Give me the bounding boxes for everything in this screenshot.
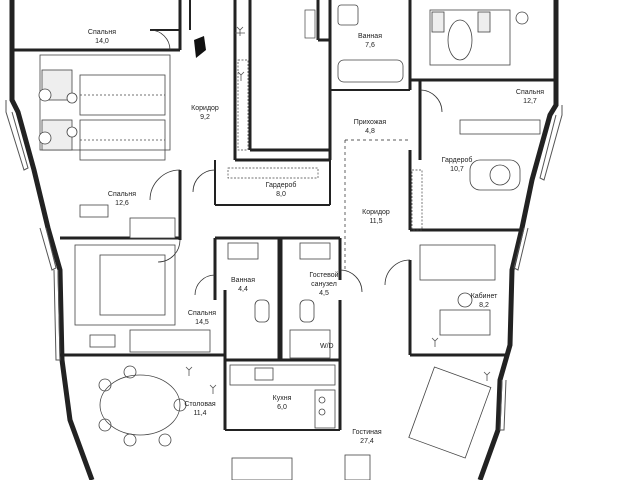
room-name: Гардероб [441,157,473,164]
room-name: Гостиная [352,429,382,436]
room-label-bedroom-top-right: Спальня 12,7 [516,88,544,106]
dining-furniture [98,365,187,447]
wardrobe-shelving [227,9,423,231]
interior-walls [12,0,556,431]
room-area: 11,4 [193,410,207,417]
room-area: 4,8 [365,128,375,135]
room-label-living: Гостиная 27,4 [352,428,381,446]
room-label-kitchen: Кухня 6,0 [273,394,292,412]
room-name: Столовая [184,401,216,408]
bedroom-top-right-furniture [429,9,541,135]
room-name: Прихожая [353,119,387,126]
room-name: Ванная [358,33,382,40]
statue [194,36,206,58]
room-label-guest-wc: Гостевой санузел 4,5 [299,271,349,298]
living-furniture [231,159,521,480]
room-name: Коридор [191,105,219,112]
room-name: Гостевой санузел [309,272,339,288]
doors [149,10,443,296]
room-label-dining: Столовая 11,4 [184,400,215,418]
bathroom-top-fixtures [337,4,404,83]
room-area: 12,7 [523,98,537,105]
room-label-study: Кабинет 8,2 [471,292,498,310]
room-label-hall: Прихожая 4,8 [354,118,386,136]
room-name: Кабинет [470,293,498,300]
room-area: 27,4 [360,438,374,445]
room-name: Гардероб [265,182,297,189]
room-label-bedroom-bottom: Спальня 14,5 [188,309,216,327]
room-area: 14,0 [95,38,109,45]
bedroom-top-left-furniture [38,54,171,161]
window-frames [5,100,563,431]
room-name: Спальня [107,191,137,198]
room-area: 4,4 [238,286,248,293]
room-name: Ванная [231,277,255,284]
room-area: 8,0 [276,191,286,198]
room-label-corridor-center: Коридор 11,5 [362,208,390,226]
kitchen-fixtures [229,364,336,429]
exterior-walls [9,0,559,480]
room-name: Спальня [515,89,545,96]
room-label-bedroom-left: Спальня 12,6 [108,190,136,208]
room-area: 14,5 [195,319,209,326]
room-name: Спальня [87,29,117,36]
bathroom-center-fixtures [227,242,331,359]
washer-dryer-label: W/D [320,343,334,350]
room-area: 4,5 [319,290,329,297]
room-area: 7,6 [365,42,375,49]
room-name: Коридор [362,209,390,216]
room-area: 9,2 [200,114,210,121]
room-area: 11,5 [369,218,383,225]
study-furniture [419,244,496,336]
room-area: 10,7 [450,166,464,173]
room-area: 6,0 [277,404,287,411]
plants [185,26,491,394]
room-label-bathroom-center: Ванная 4,4 [231,276,255,294]
bedroom-bottom-furniture [74,244,211,353]
room-area: 12,6 [115,200,129,207]
room-label-bathroom-top: Ванная 7,6 [358,32,382,50]
room-label-corridor-left: Коридор 9,2 [191,104,219,122]
room-label-wardrobe-right: Гардероб 10,7 [442,156,473,174]
room-label-wardrobe-center: Гардероб 8,0 [266,181,297,199]
room-name: Кухня [272,395,292,402]
room-label-bedroom-top-left: Спальня 14,0 [88,28,116,46]
bedroom-left-furniture [79,204,176,239]
room-area: 8,2 [479,302,489,309]
room-name: Спальня [187,310,217,317]
